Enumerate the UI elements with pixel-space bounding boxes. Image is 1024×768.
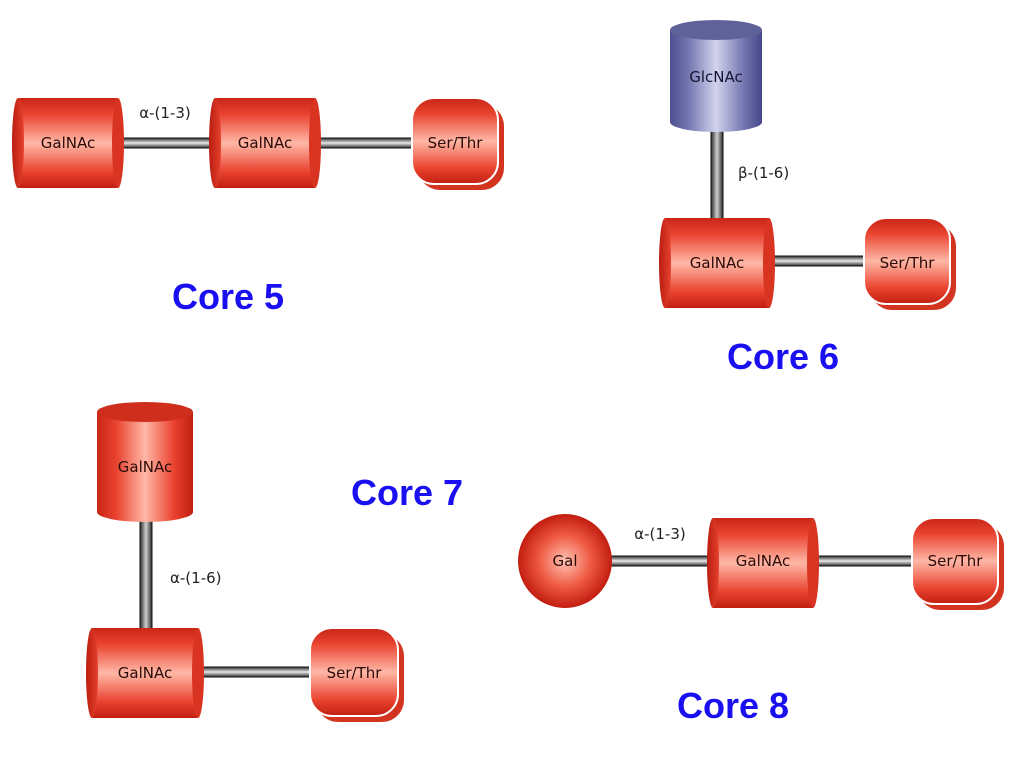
core7-galnac-branch-node: GalNAc xyxy=(97,402,193,522)
core8-node-label: Ser/Thr xyxy=(928,552,984,570)
core6-glcnac-node: GlcNAc xyxy=(670,20,762,132)
core8-serthr-node: Ser/Thr xyxy=(911,517,1004,610)
core6-galnac-node: GalNAc xyxy=(659,218,775,308)
core7-link-galnac-serthr xyxy=(197,666,311,678)
core5-link-galnac-galnac: α-(1-3) xyxy=(114,104,218,149)
core6-link-label: β-(1-6) xyxy=(738,164,789,182)
core5-link-galnac-serthr xyxy=(314,137,416,149)
core6-link-glcnac-galnac: β-(1-6) xyxy=(710,121,789,225)
core7-node-label: GalNAc xyxy=(118,664,172,682)
core5-title: Core 5 xyxy=(172,276,285,317)
core6-node-label: Ser/Thr xyxy=(880,254,936,272)
core6-serthr-node: Ser/Thr xyxy=(863,217,956,310)
core7-node-label: GalNAc xyxy=(118,458,172,476)
core8-title: Core 8 xyxy=(677,685,790,726)
core8-group: α-(1-3) Gal GalNAc Ser/Thr xyxy=(518,514,1004,610)
core8-node-label: GalNAc xyxy=(736,552,790,570)
core5-node-label: GalNAc xyxy=(238,134,292,152)
core7-title: Core 7 xyxy=(351,472,464,513)
core7-link-label: α-(1-6) xyxy=(170,569,222,587)
core8-link-galnac-serthr xyxy=(811,555,913,567)
core6-node-label: GlcNAc xyxy=(689,68,743,86)
core5-serthr-node: Ser/Thr xyxy=(411,97,504,190)
core7-group: α-(1-6) GalNAc GalNAc Ser/Thr xyxy=(86,402,404,722)
core8-gal-node: Gal xyxy=(518,514,612,608)
core5-group: α-(1-3) GalNAc GalNAc Ser/Thr xyxy=(12,97,504,190)
core8-galnac-node: GalNAc xyxy=(707,518,819,608)
core5-node-label: GalNAc xyxy=(41,134,95,152)
core5-galnac-core-node: GalNAc xyxy=(209,98,321,188)
core7-link-galnac-galnac: α-(1-6) xyxy=(139,513,222,631)
core5-link-label: α-(1-3) xyxy=(139,104,191,122)
core6-title: Core 6 xyxy=(727,336,840,377)
core5-node-label: Ser/Thr xyxy=(428,134,484,152)
core8-link-gal-galnac: α-(1-3) xyxy=(609,525,717,567)
core7-node-label: Ser/Thr xyxy=(327,664,383,682)
core6-node-label: GalNAc xyxy=(690,254,744,272)
core8-link-label: α-(1-3) xyxy=(634,525,686,543)
core6-link-galnac-serthr xyxy=(766,255,868,267)
core7-serthr-node: Ser/Thr xyxy=(309,627,404,722)
core8-node-label: Gal xyxy=(553,552,578,570)
core7-galnac-core-node: GalNAc xyxy=(86,628,204,718)
core6-group: β-(1-6) GlcNAc GalNAc Ser/Thr xyxy=(659,20,956,310)
core5-galnac-terminal-node: GalNAc xyxy=(12,98,124,188)
